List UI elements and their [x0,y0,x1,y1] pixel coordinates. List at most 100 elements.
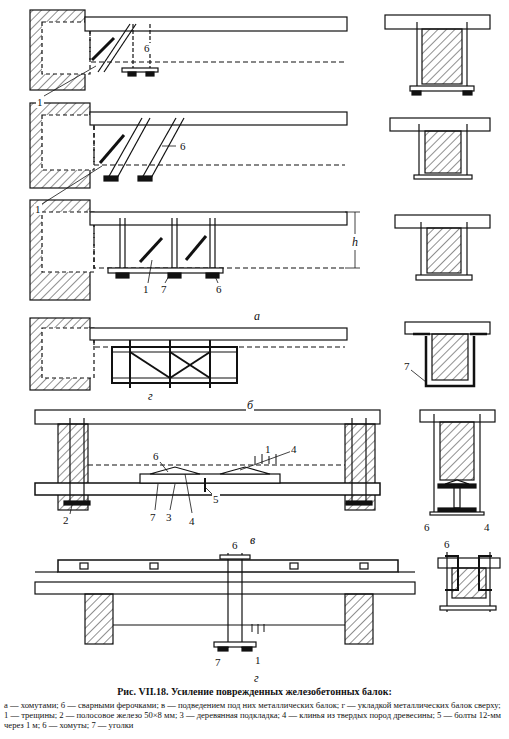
part-path [419,124,467,178]
stroke-line [113,624,345,625]
part-rect [90,112,347,125]
stroke-line [148,260,152,283]
callout-number: 2 [62,515,70,526]
part-rect [90,328,347,340]
stroke-line [345,212,360,213]
stroke-line [44,66,96,96]
part-rect [85,17,347,31]
stroke-line [411,370,426,382]
beam-truss-b [30,318,347,390]
part-rect [454,488,460,508]
callout-number: 7 [214,657,222,668]
stroke-line [169,340,171,388]
stroke-line [466,22,467,92]
callout-number: 4 [188,516,196,527]
callout-number: 6 [443,539,451,550]
stroke-line [170,484,175,510]
callout-number: 1 [36,97,44,108]
stroke-line [186,236,206,260]
legend-text: а — хомутами; б — сварными ферочками; в … [4,700,505,730]
callout-number: 4 [290,444,298,455]
callout-number: 7 [160,284,168,295]
part-rect [345,594,373,644]
stroke-line [116,118,150,180]
stroke-line [142,118,176,178]
part-path [445,480,469,484]
stroke-line [130,352,170,378]
part-path [94,125,345,165]
beam-stirrup-a3 [30,200,360,300]
beam-stirrup-a2 [30,103,347,204]
part-rect [410,86,474,91]
part-rect [414,175,472,179]
beam-steel-over-g [35,553,415,651]
stroke-line [420,222,421,280]
part-rect [150,563,158,569]
part-rect [290,563,298,569]
stroke-line [365,418,366,505]
panel-letter: в [249,534,256,546]
part-rect [42,328,94,378]
part-rect [168,273,181,278]
part-rect [140,474,280,483]
part-rect [104,176,118,181]
stroke-line [108,118,142,178]
callout-number: 1 [142,284,150,295]
stroke-line [398,571,415,572]
stroke-line [416,22,417,92]
part-rect [35,582,415,594]
part-rect [242,647,252,651]
stroke-line [466,222,467,280]
stroke-line [35,571,58,572]
part-rect [416,275,472,280]
stroke-line [355,250,356,268]
stroke-line [433,414,434,515]
part-rect [85,594,113,644]
part-rect [64,501,90,505]
stroke-line [176,218,177,275]
part-path [94,340,345,347]
part-path [150,467,200,474]
panel-letter: г [253,672,260,684]
section-a2 [390,118,490,179]
part-path [426,336,474,386]
figure-caption: Рис. VII.18. Усиление поврежденных желез… [4,686,505,697]
stroke-line [204,478,206,492]
callout-number: 1 [254,655,262,666]
part-rect [438,508,476,512]
part-rect [395,215,490,228]
stroke-line [104,24,136,72]
stroke-line [165,274,170,283]
section-v [420,410,495,515]
stroke-line [214,218,215,275]
stroke-line [155,484,158,510]
callout-number: 1 [34,204,42,215]
stroke-line [227,553,228,648]
callout-number: 6 [423,522,431,533]
part-path [252,624,264,634]
section-a1 [385,15,490,95]
stroke-line [160,462,168,472]
callout-number: 3 [165,512,173,523]
part-rect [108,268,223,273]
part-rect [425,131,461,173]
stroke-line [70,505,72,514]
callout-number: 7 [149,512,157,523]
part-rect [345,424,375,510]
part-rect [214,642,256,647]
section-b [405,322,490,386]
callout-number: 6 [152,451,160,462]
part-rect [42,212,94,272]
stroke-line [92,38,114,60]
part-rect [432,334,468,380]
stroke-line [83,418,84,505]
part-rect [90,212,347,225]
callout-number: 7 [403,361,411,372]
part-path [413,333,487,336]
part-rect [440,422,474,480]
part-rect [405,322,490,334]
stroke-line [355,212,356,234]
stroke-line [140,238,162,262]
panel-letter: h [351,236,359,248]
callout-number: 1 [264,444,272,455]
